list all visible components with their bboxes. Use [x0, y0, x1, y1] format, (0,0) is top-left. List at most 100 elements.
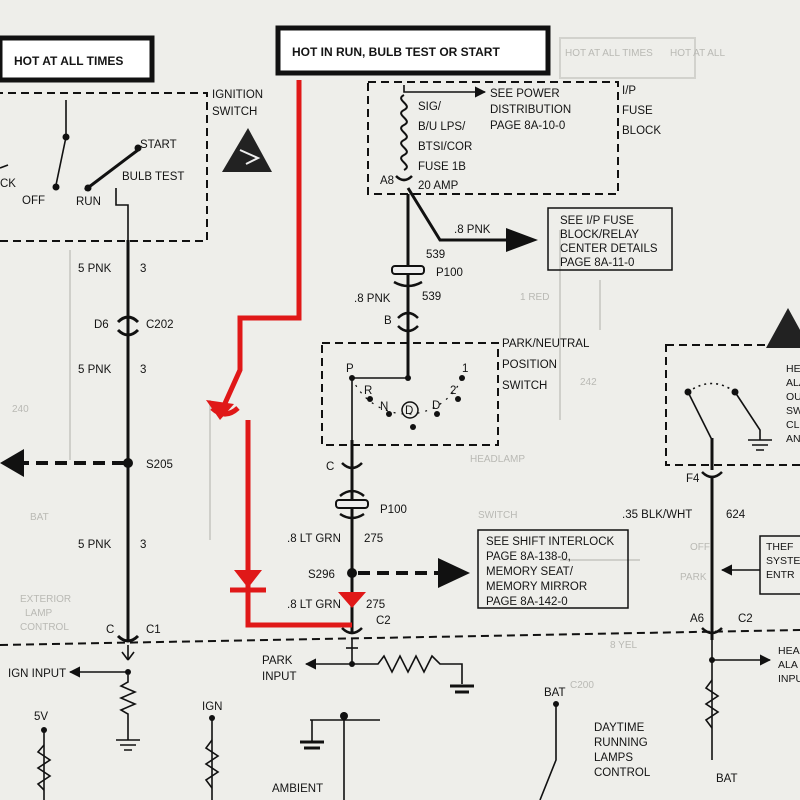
- wire-624-label: 624: [726, 509, 746, 521]
- 5v-label: 5V: [34, 711, 48, 723]
- connector-c1-label: C1: [146, 624, 161, 636]
- theft-3: ENTR: [766, 569, 795, 581]
- ign-input-circuit: IGN INPUT: [8, 645, 140, 751]
- fuse-rating-label: 20 AMP: [418, 180, 459, 192]
- ghost-text-off: OFF: [690, 542, 710, 553]
- wire-5pnk-label-2: 5 PNK: [78, 364, 112, 376]
- module-boundary: [0, 629, 800, 646]
- off-label: OFF: [22, 195, 45, 207]
- splice-s205-label: S205: [146, 459, 173, 471]
- park-neutral-switch: PARK/NEUTRAL POSITION SWITCH P R N D D 2…: [321, 338, 590, 446]
- drive-circle-icon: [401, 401, 419, 419]
- fuse-block-title-1: I/P: [622, 85, 636, 97]
- park-neutral-title-1: PARK/NEUTRAL: [502, 338, 590, 350]
- shift-ref-3: MEMORY SEAT/: [486, 566, 574, 578]
- connector-c202: D6 C202: [94, 315, 174, 337]
- fuse-name-label: FUSE 1B: [418, 161, 466, 173]
- fuse-bu-lps-label: B/U LPS/: [418, 121, 466, 133]
- connector-p100-b-label: P100: [380, 504, 407, 516]
- hea-top-1: HEA: [786, 363, 800, 375]
- wire-8pnk-branch-label: .8 PNK: [454, 224, 491, 236]
- hea-top-6: AN: [786, 433, 800, 445]
- see-power-1: SEE POWER: [490, 88, 560, 100]
- wire-539-label-2: 539: [422, 291, 441, 303]
- shift-ref-2: PAGE 8A-138-0,: [486, 551, 571, 563]
- connector-f4-label: F4: [686, 473, 700, 485]
- connector-p100-label: P100: [436, 267, 463, 279]
- fuse-btsi-label: BTSI/COR: [418, 141, 472, 153]
- wire-lt-grn-label-1: .8 LT GRN: [287, 533, 341, 545]
- ghost-text-lamp: LAMP: [25, 608, 53, 619]
- bleed-through: HOT AT ALL TIMES HOT AT ALL HEADLAMP SWI…: [12, 37, 725, 691]
- connector-p100-bottom: P100: [335, 489, 407, 520]
- ignition-switch: IGNITION SWITCH START BULB TEST RUN OFF …: [0, 89, 272, 242]
- gear-r-label: R: [364, 385, 372, 397]
- wire-circuit-3-label-2: 3: [140, 364, 146, 376]
- splice-s205: S205: [0, 449, 173, 477]
- esd-warning-icon-right: [766, 308, 800, 348]
- arrow-to-relay-ref: [506, 228, 538, 252]
- connector-a6-label: A6: [690, 613, 704, 625]
- run-label: RUN: [76, 196, 101, 208]
- shift-interlock-reference-box: SEE SHIFT INTERLOCK PAGE 8A-138-0, MEMOR…: [477, 529, 629, 609]
- relay-ref-2: BLOCK/RELAY: [560, 229, 639, 241]
- fuse-block-title-3: BLOCK: [622, 125, 661, 137]
- gear-2-label: 2: [450, 385, 456, 397]
- headlamp-alarm-switch: HEA ALA OU SW CL AN: [665, 308, 800, 470]
- relay-ref-1: SEE I/P FUSE: [560, 215, 634, 227]
- wire-5pnk-label-3: 5 PNK: [78, 539, 112, 551]
- module-lower-circuits: 5V IGN AMBIENT BAT DAYTIME RUNNING LAMPS…: [34, 640, 800, 800]
- wire-8pnk-branch: [406, 187, 508, 242]
- ghost-text-242: 242: [580, 377, 597, 388]
- relay-ref-4: PAGE 8A-11-0: [560, 257, 634, 269]
- relay-reference-box: SEE I/P FUSE BLOCK/RELAY CENTER DETAILS …: [547, 207, 673, 271]
- ghost-text-1red: 1 RED: [520, 292, 549, 303]
- ignition-switch-title-2: SWITCH: [212, 106, 257, 118]
- park-neutral-title-2: POSITION: [502, 359, 557, 371]
- theft-1: THEF: [766, 541, 793, 553]
- drl-label-2: RUNNING: [594, 737, 648, 749]
- relay-ref-3: CENTER DETAILS: [560, 243, 658, 255]
- ign-input-label: IGN INPUT: [8, 668, 66, 680]
- wire-blk-wht-label: .35 BLK/WHT: [622, 509, 692, 521]
- hot-at-all-times-label: HOT AT ALL TIMES: [14, 54, 123, 68]
- fuse-sig-label: SIG/: [418, 101, 442, 113]
- ghost-text-c200: C200: [570, 680, 594, 691]
- bulb-test-label: BULB TEST: [122, 171, 184, 183]
- park-neutral-title-3: SWITCH: [502, 380, 547, 392]
- ghost-text-exterior: EXTERIOR: [20, 594, 71, 605]
- hea-top-5: CL: [786, 419, 800, 431]
- hea-top-3: OU: [786, 391, 800, 403]
- wire-circuit-3-label-3: 3: [140, 539, 146, 551]
- connector-d6-label: D6: [94, 319, 109, 331]
- ignition-switch-title-1: IGNITION: [212, 89, 263, 101]
- ghost-text-switch: SWITCH: [478, 510, 517, 521]
- gear-n-label: N: [380, 401, 388, 413]
- wire-275-label-1: 275: [364, 533, 383, 545]
- connector-p100-top: P100: [391, 265, 463, 288]
- hea-bot-1: HEA: [778, 645, 800, 657]
- connector-b-label: B: [384, 315, 392, 327]
- fuse-terminal-label: A8: [380, 175, 394, 187]
- shift-ref-4: MEMORY MIRROR: [486, 581, 587, 593]
- shift-ref-5: PAGE 8A-142-0: [486, 596, 568, 608]
- start-label: START: [140, 139, 177, 151]
- gear-p-label: P: [346, 363, 354, 375]
- see-power-2: DISTRIBUTION: [490, 104, 571, 116]
- ghost-text-8yel: 8 YEL: [610, 640, 637, 651]
- connector-c-label: C: [326, 461, 334, 473]
- wire-539-label-1: 539: [426, 249, 445, 261]
- hea-bot-3: INPU: [778, 673, 800, 685]
- drl-label-1: DAYTIME: [594, 722, 645, 734]
- splice-s296: S296: [308, 558, 470, 588]
- wire-275-label-2: 275: [366, 599, 385, 611]
- hea-bot-2: ALA: [778, 659, 798, 671]
- ghost-text-240: 240: [12, 404, 29, 415]
- hot-in-run-label: HOT IN RUN, BULB TEST OR START: [292, 45, 500, 59]
- ghost-text-hot-at-all-times: HOT AT ALL TIMES: [565, 48, 653, 59]
- gear-1-label: 1: [462, 363, 468, 375]
- hea-top-4: SW: [786, 405, 800, 417]
- splice-s296-label: S296: [308, 569, 335, 581]
- esd-warning-icon: [222, 128, 272, 172]
